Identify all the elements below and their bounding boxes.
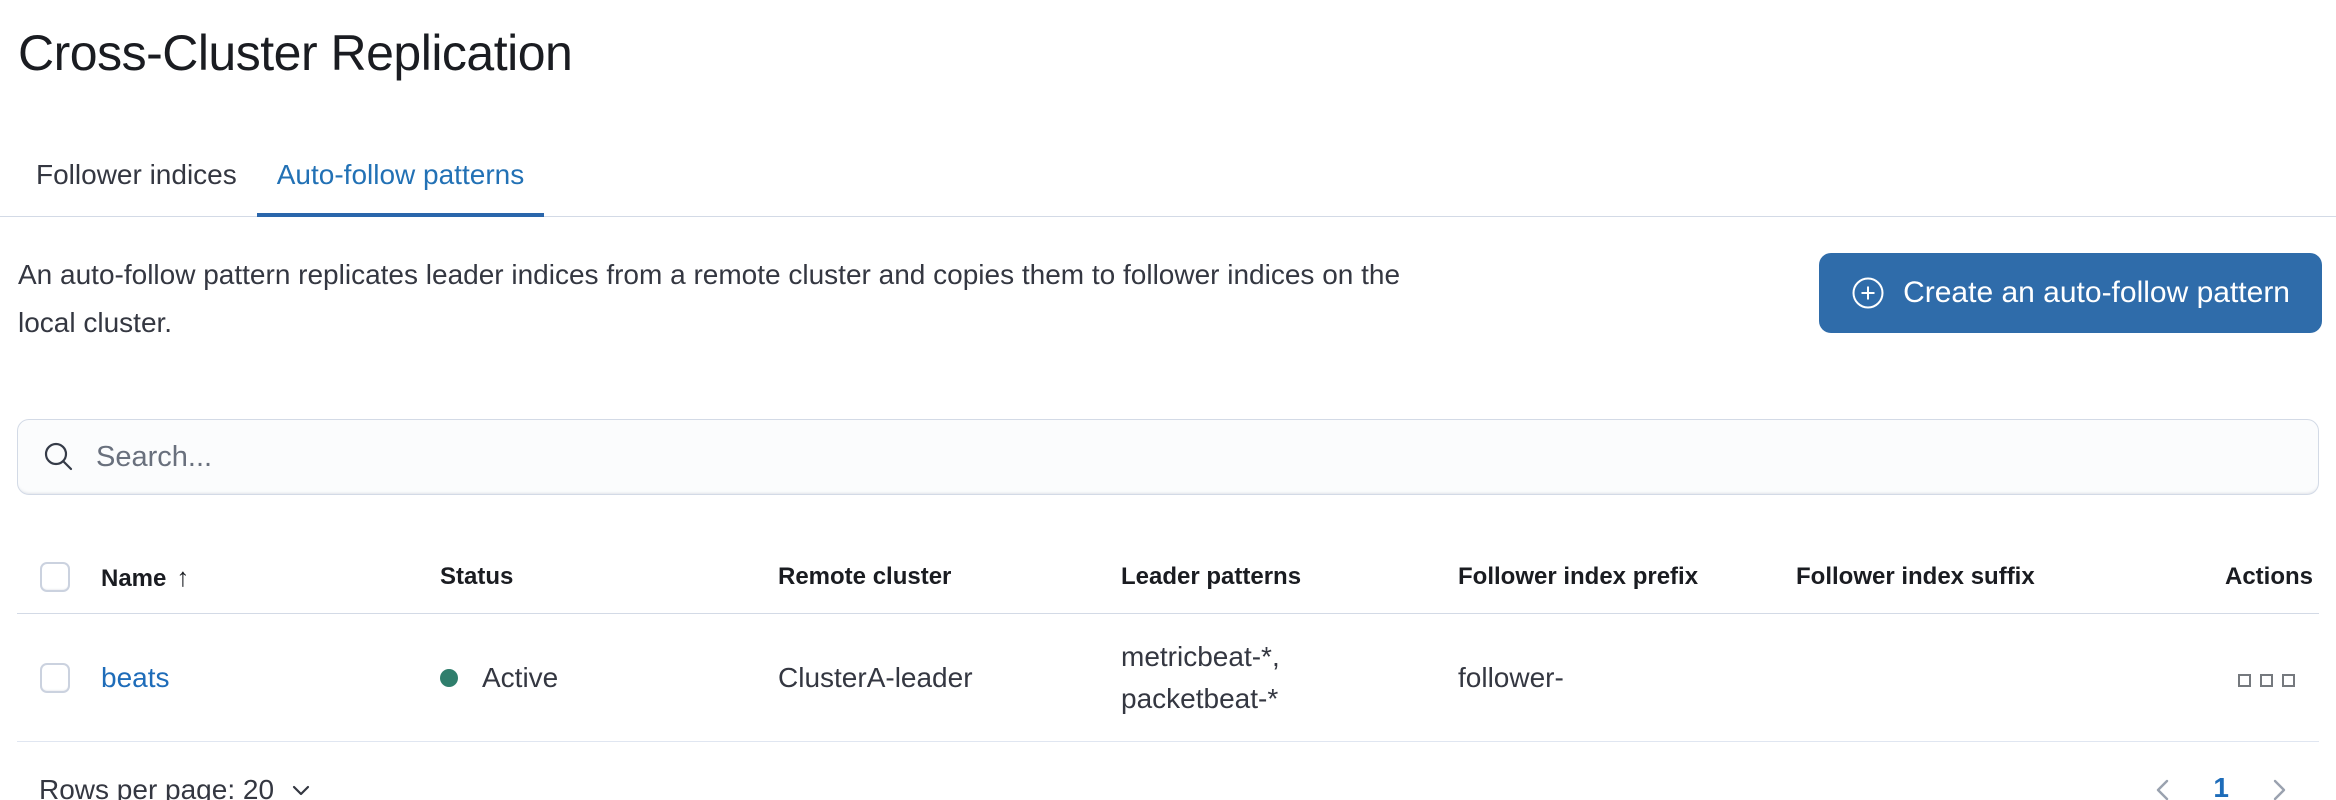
chevron-right-icon (2273, 779, 2286, 800)
create-button-label: Create an auto-follow pattern (1903, 276, 2290, 309)
status-active-dot (440, 668, 458, 687)
cell-actions (2136, 662, 2319, 694)
cell-remote-cluster: ClusterA-leader (778, 661, 973, 693)
rows-per-page-button[interactable]: Rows per page: 20 (17, 774, 314, 800)
search-input[interactable] (96, 440, 2294, 474)
column-header-name[interactable]: Name↑ (101, 561, 190, 592)
cell-leader-patterns: metricbeat-*, packetbeat-* (1121, 640, 1280, 714)
chevron-down-icon (292, 785, 310, 796)
plus-in-circle-icon (1852, 277, 1884, 309)
select-all-cell (17, 562, 101, 592)
column-header-follower-index-suffix: Follower index suffix (1796, 563, 2035, 590)
column-header-leader-patterns: Leader patterns (1121, 563, 1302, 590)
cell-follower-index-prefix: follower- (1458, 661, 1564, 693)
cell-status: Active (440, 662, 778, 694)
pagination: 1 (2143, 770, 2319, 800)
search-bar (17, 419, 2319, 495)
page-title: Cross-Cluster Replication (18, 25, 573, 81)
tab-auto-follow-patterns[interactable]: Auto-follow patterns (256, 134, 545, 217)
all-actions-button[interactable] (2232, 668, 2301, 693)
cross-cluster-replication-page: Cross-Cluster Replication Follower indic… (0, 24, 2336, 800)
tab-follower-indices[interactable]: Follower indices (36, 159, 237, 190)
page-description-line-1: An auto-follow pattern replicates leader… (18, 259, 1401, 290)
search-icon (44, 442, 73, 471)
chevron-left-icon (2157, 779, 2169, 800)
column-header-status: Status (440, 563, 514, 590)
next-page-button[interactable] (2259, 770, 2299, 800)
table-row: beats Active ClusterA-leader metricbeat-… (17, 614, 2319, 742)
auto-follow-patterns-table: Name↑ Status Remote cluster Leader patte… (17, 541, 2319, 742)
intro-section: An auto-follow pattern replicates leader… (0, 217, 2336, 383)
rows-per-page-label: Rows per page: 20 (39, 774, 275, 800)
column-header-actions: Actions (2224, 563, 2313, 590)
pattern-name-link[interactable]: beats (101, 661, 170, 693)
row-select-cell (17, 662, 101, 693)
page-description-line-2: local cluster. (18, 307, 173, 338)
table-header-row: Name↑ Status Remote cluster Leader patte… (17, 541, 2319, 614)
select-all-checkbox[interactable] (40, 562, 70, 592)
sort-ascending-arrow-icon: ↑ (176, 561, 190, 592)
cell-name: beats (101, 662, 440, 694)
status-label: Active (482, 661, 559, 693)
create-auto-follow-pattern-button[interactable]: Create an auto-follow pattern (1819, 253, 2322, 333)
column-header-follower-index-prefix: Follower index prefix (1458, 563, 1699, 590)
tab-bar: Follower indices Auto-follow patterns (0, 134, 2336, 217)
page-number-1[interactable]: 1 (2209, 772, 2233, 800)
all-actions-icon (2238, 673, 2251, 687)
previous-page-button[interactable] (2143, 770, 2183, 800)
row-checkbox[interactable] (40, 662, 70, 693)
column-header-remote-cluster: Remote cluster (778, 563, 952, 590)
table-footer: Rows per page: 20 1 (17, 760, 2319, 800)
page-description: An auto-follow pattern replicates leader… (0, 217, 2336, 347)
